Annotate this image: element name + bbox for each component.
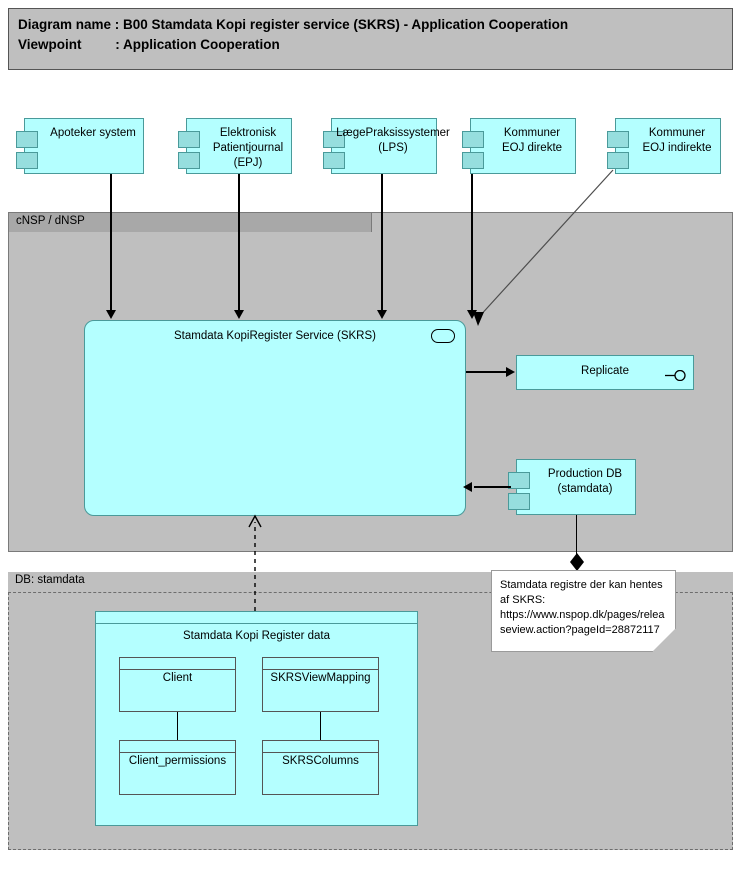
flow-epj-to-skrs-arrowhead [234, 310, 244, 319]
application-interface-replicate[interactable]: Replicate [516, 355, 694, 390]
component-connector-icon [16, 131, 38, 148]
table-label: SKRSColumns [282, 755, 359, 767]
flow-apoteker-to-skrs [110, 174, 112, 312]
table-header-strip [263, 658, 378, 670]
flow-apoteker-to-skrs-arrowhead [106, 310, 116, 319]
relation-client-to-permissions [177, 712, 178, 740]
component-label: Kommuner EOJ indirekte [642, 127, 712, 154]
component-label: Production DB (stamdata) [547, 468, 623, 495]
relation-viewmapping-to-columns [320, 712, 321, 740]
table-header-strip [120, 741, 235, 753]
note-text: Stamdata registre der kan hentes af SKRS… [500, 579, 665, 636]
note-skrs-registry-link[interactable]: Stamdata registre der kan hentes af SKRS… [491, 570, 676, 652]
viewpoint-line: Viewpoint : Application Cooperation [18, 37, 280, 52]
component-connector-icon [178, 131, 200, 148]
component-laegepraksissystemer[interactable]: LægePraksissystemer (LPS) [323, 118, 450, 174]
table-label: Client [162, 672, 193, 684]
flow-skrs-to-replicate [466, 371, 508, 373]
table-header-strip [263, 741, 378, 753]
component-production-db[interactable]: Production DB (stamdata) [508, 459, 636, 515]
diagram-title-block: Diagram name : B00 Stamdata Kopi registe… [8, 8, 733, 70]
component-connector-icon [508, 472, 530, 489]
component-connector-icon [462, 152, 484, 169]
component-kommuner-eoj-indirekte[interactable]: Kommuner EOJ indirekte [607, 118, 721, 174]
diagram-name-line: Diagram name : B00 Stamdata Kopi registe… [18, 17, 569, 32]
flow-epj-to-skrs [238, 174, 240, 312]
component-kommuner-eoj-direkte[interactable]: Kommuner EOJ direkte [462, 118, 576, 174]
group-cnsp-dnsp-label: cNSP / dNSP [16, 215, 85, 227]
table-label: Client_permissions [128, 755, 227, 767]
application-interface-label: Replicate [581, 365, 629, 377]
component-connector-icon [323, 152, 345, 169]
component-connector-icon [323, 131, 345, 148]
application-interface-icon [665, 368, 687, 382]
data-store-header-strip [95, 611, 418, 624]
flow-kommuner-direkte-to-skrs-arrowhead [467, 310, 477, 319]
component-label: Kommuner EOJ direkte [501, 127, 563, 154]
application-service-skrs[interactable]: Stamdata KopiRegister Service (SKRS) [84, 320, 466, 516]
component-label: Apoteker system [50, 127, 136, 139]
application-service-icon [431, 329, 455, 343]
component-connector-icon [16, 152, 38, 169]
component-connector-icon [607, 131, 629, 148]
flow-lps-to-skrs-arrowhead [377, 310, 387, 319]
flow-kommuner-direkte-to-skrs [471, 174, 473, 312]
component-connector-icon [607, 152, 629, 169]
table-header-strip [120, 658, 235, 670]
composition-production-db-to-note [576, 515, 577, 557]
component-elektronisk-patientjournal[interactable]: Elektronisk Patientjournal (EPJ) [178, 118, 292, 174]
flow-production-db-to-skrs-arrowhead [463, 482, 472, 492]
composition-diamond-icon [570, 553, 584, 571]
group-cnsp-dnsp-header: cNSP / dNSP [8, 212, 372, 232]
component-label: Elektronisk Patientjournal (EPJ) [212, 127, 284, 169]
table-label: SKRSViewMapping [270, 672, 371, 684]
component-connector-icon [462, 131, 484, 148]
application-service-label: Stamdata KopiRegister Service (SKRS) [174, 330, 376, 342]
table-skrscolumns[interactable]: SKRSColumns [262, 740, 379, 795]
flow-skrs-to-replicate-arrowhead [506, 367, 515, 377]
table-client-permissions[interactable]: Client_permissions [119, 740, 236, 795]
component-connector-icon [508, 493, 530, 510]
component-label: LægePraksissystemer (LPS) [336, 127, 450, 154]
component-apoteker-system[interactable]: Apoteker system [16, 118, 144, 174]
flow-production-db-to-skrs [474, 486, 511, 488]
table-client[interactable]: Client [119, 657, 236, 712]
group-db-stamdata-label: DB: stamdata [15, 574, 85, 586]
table-skrsviewmapping[interactable]: SKRSViewMapping [262, 657, 379, 712]
flow-lps-to-skrs [381, 174, 383, 312]
component-connector-icon [178, 152, 200, 169]
data-store-label: Stamdata Kopi Register data [182, 630, 331, 642]
